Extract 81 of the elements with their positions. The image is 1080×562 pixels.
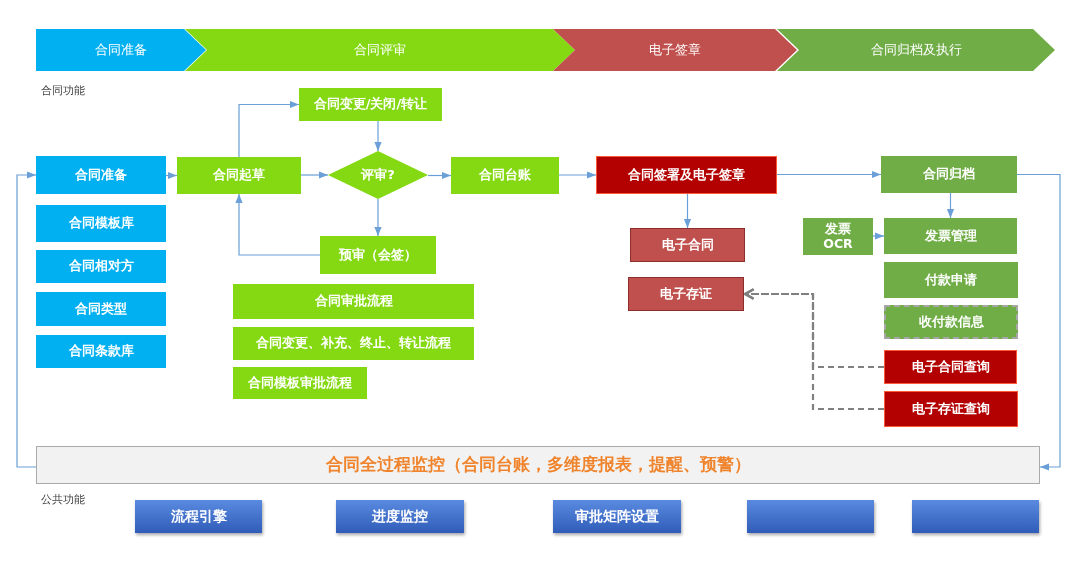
- node-label: 审批矩阵设置: [575, 508, 659, 525]
- arrow: [374, 198, 382, 237]
- node-label: 付款申请: [925, 272, 977, 288]
- arrow: [872, 232, 885, 240]
- process-box: [628, 277, 744, 311]
- node-label: 合同台账: [479, 168, 531, 183]
- arrow: [683, 193, 692, 229]
- node-label: 合同审批流程: [314, 294, 393, 309]
- process-box: [596, 156, 777, 194]
- node-label: 流程引擎: [170, 508, 227, 525]
- process-box: [233, 327, 474, 360]
- function-button: [135, 500, 262, 533]
- stage-label: 合同归档及执行: [870, 42, 962, 58]
- stage-label: 合同准备: [95, 42, 147, 58]
- function-button: [553, 500, 681, 533]
- process-box: [884, 305, 1018, 339]
- arrow: [165, 171, 178, 180]
- phase-banner: [185, 29, 575, 71]
- node-label: 发票管理: [924, 228, 977, 244]
- process-box: [451, 157, 559, 194]
- node-label: 电子存证查询: [912, 401, 990, 417]
- node-label: 进度监控: [372, 508, 428, 525]
- process-box: [36, 250, 166, 283]
- node-label: 合同起草: [213, 168, 265, 183]
- arrow: [235, 193, 321, 256]
- dashed-arrow: [744, 288, 884, 411]
- section-label: 合同功能: [41, 83, 85, 98]
- function-button: [747, 500, 874, 533]
- arrow: [946, 192, 955, 219]
- process-box: [36, 292, 166, 326]
- node-label: 电子合同: [661, 237, 714, 253]
- arrow: [776, 170, 882, 179]
- arrow: [427, 171, 452, 180]
- process-box: [177, 157, 301, 194]
- stage-label: 合同评审: [354, 42, 406, 58]
- process-box: [884, 218, 1017, 254]
- node-label: 合同类型: [75, 301, 127, 317]
- node-label: 合同签署及电子签章: [628, 167, 745, 183]
- node-label: 收付款信息: [918, 314, 984, 330]
- function-button: [912, 500, 1039, 533]
- process-box: [36, 205, 166, 242]
- arrow: [238, 100, 300, 158]
- stage-label: 电子签章: [649, 42, 701, 58]
- node-label: 电子存证: [660, 286, 712, 302]
- section-label: 公共功能: [41, 492, 85, 507]
- node-label: 评审?: [361, 167, 395, 183]
- node-label: 合同变更、补充、终止、转让流程: [256, 336, 451, 351]
- arrow: [300, 171, 329, 179]
- arrow: [1016, 173, 1061, 471]
- arrow: [16, 171, 37, 468]
- process-box: [803, 218, 873, 255]
- node-label: 合同变更/关闭/转让: [313, 97, 428, 112]
- decision-diamond: [328, 151, 428, 199]
- node-label: 合同相对方: [68, 259, 134, 274]
- function-button: [336, 500, 464, 533]
- node-label: 发票 OCR: [822, 222, 854, 251]
- node-label: 电子合同查询: [911, 359, 990, 375]
- node-label: 合同全过程监控（合同台账，多维度报表，提醒、预警）: [325, 455, 751, 475]
- node-label: 合同模板库: [68, 216, 134, 231]
- process-box: [233, 284, 474, 319]
- process-box: [233, 367, 367, 399]
- phase-banner: [777, 29, 1055, 71]
- arrow: [558, 171, 597, 179]
- process-box: [884, 391, 1018, 427]
- phase-banner: [553, 29, 797, 71]
- process-box: [630, 228, 745, 262]
- process-box: [884, 262, 1018, 298]
- node-label: 合同条款库: [68, 344, 134, 359]
- process-box: [881, 156, 1017, 193]
- node-label: 预审（会签）: [339, 247, 417, 263]
- node-label: 合同模板审批流程: [248, 375, 352, 391]
- process-box: [884, 350, 1017, 384]
- process-box: [299, 88, 442, 121]
- arrow: [374, 120, 382, 152]
- node-label: 合同归档: [923, 167, 975, 182]
- process-box: [36, 335, 166, 368]
- process-box: [36, 156, 166, 194]
- process-box: [320, 236, 436, 274]
- node-label: 合同准备: [75, 167, 127, 183]
- phase-banner: [36, 29, 206, 71]
- monitoring-bar: [36, 446, 1040, 484]
